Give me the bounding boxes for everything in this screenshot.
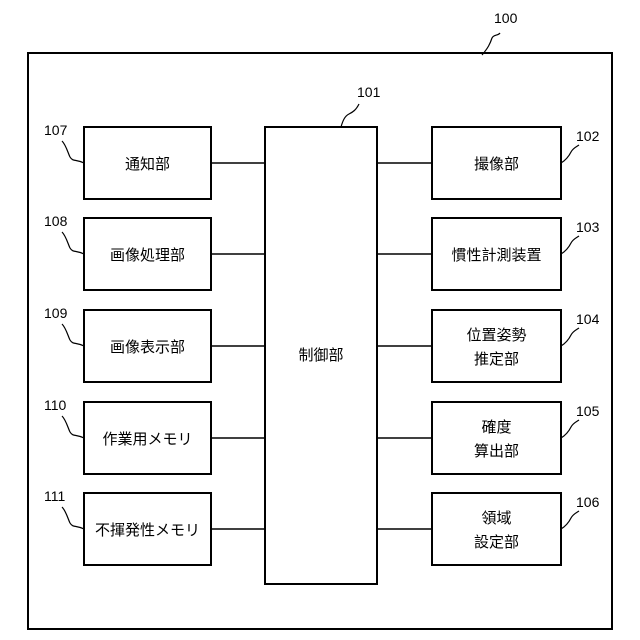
left-block-label: 画像処理部	[110, 246, 185, 264]
ref-label-109: 109	[44, 305, 68, 321]
left-block-label: 画像表示部	[110, 338, 185, 356]
ref-label-107: 107	[44, 122, 68, 138]
ref-label-111: 111	[44, 488, 65, 504]
ref-label-110: 110	[44, 397, 67, 413]
system-ref-label: 100	[494, 10, 518, 26]
ref-label-105: 105	[576, 403, 600, 419]
right-block-label: 算出部	[474, 442, 519, 460]
ref-label-103: 103	[576, 219, 600, 235]
left-block-label: 通知部	[125, 155, 170, 173]
right-block-106	[432, 493, 561, 565]
right-block-label: 推定部	[474, 350, 519, 368]
system-ref-leader	[482, 33, 500, 55]
controller-label: 制御部	[298, 346, 343, 364]
right-block-label: 慣性計測装置	[451, 246, 541, 264]
ref-label-102: 102	[576, 128, 600, 144]
right-block-104	[432, 310, 561, 382]
ref-label-104: 104	[576, 311, 600, 327]
controller-ref-label: 101	[357, 84, 381, 100]
right-block-label: 確度	[481, 418, 511, 436]
right-block-label: 撮像部	[474, 155, 519, 173]
left-block-label: 作業用メモリ	[102, 430, 192, 448]
right-block-105	[432, 402, 561, 474]
ref-label-106: 106	[576, 494, 600, 510]
right-block-label: 設定部	[474, 533, 519, 551]
right-block-label: 位置姿勢	[466, 326, 526, 344]
right-block-label: 領域	[481, 509, 511, 527]
ref-label-108: 108	[44, 213, 68, 229]
left-block-label: 不揮発性メモリ	[95, 521, 200, 539]
